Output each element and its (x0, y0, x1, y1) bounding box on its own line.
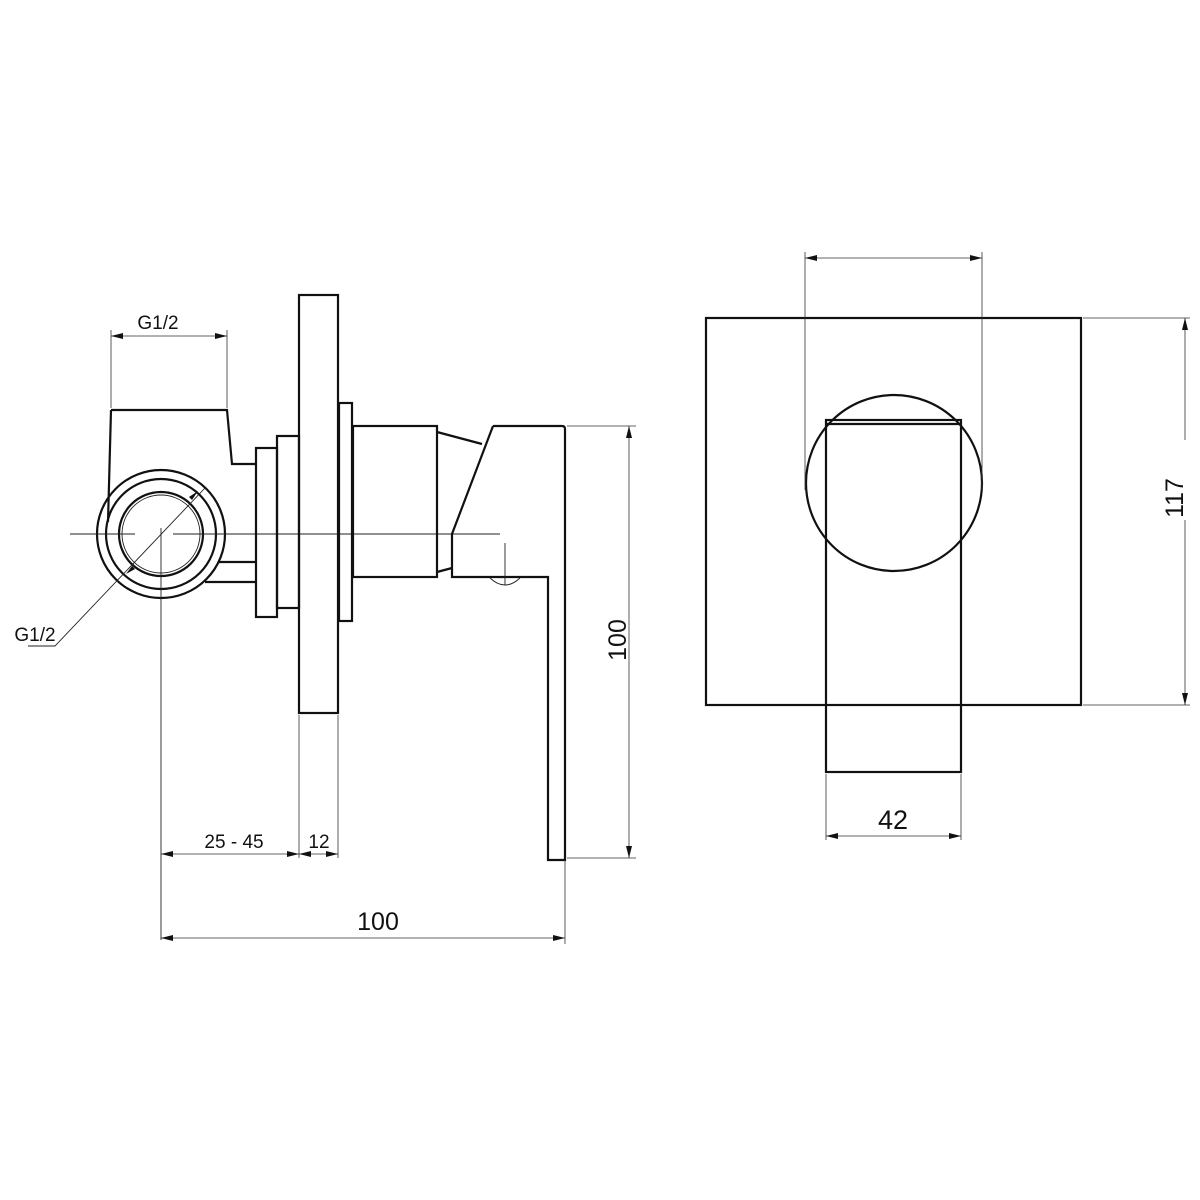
dim-label-wall-depth: 25 - 45 (204, 832, 263, 853)
inlet-connector (205, 560, 256, 584)
inlet-body (106, 408, 256, 523)
nut-2 (275, 434, 301, 610)
nut-1 (254, 446, 279, 619)
dim-ext-rosette (804, 252, 983, 490)
wall-plate-side (297, 293, 340, 715)
washer (337, 401, 354, 623)
dim-label-lever-width: 42 (878, 805, 908, 835)
dim-ext-plate (298, 715, 339, 858)
dim-label-plate-height: 117 (1161, 478, 1189, 518)
dim-label-lever-height: 100 (604, 619, 632, 661)
dim-ext-lever-width (825, 774, 962, 840)
dim-ext-plate-height (1083, 317, 1190, 706)
dim-label-inlet-width: G1/2 (137, 313, 178, 334)
front-view: 117 42 (704, 252, 1196, 840)
rosette (804, 393, 984, 573)
wall-plate-front (704, 316, 1083, 707)
cartridge-body (351, 424, 439, 579)
side-view: G1/2 G1/2 25 - 45 12 100 100 (14, 293, 636, 944)
dim-ext-lever-height (567, 425, 636, 859)
dim-label-plate-thickness: 12 (308, 832, 329, 853)
lever-side (450, 424, 567, 862)
thread-leader-line (28, 487, 206, 647)
lever-front (824, 418, 963, 774)
dim-label-total-depth: 100 (357, 908, 399, 936)
cartridge-taper (436, 430, 483, 574)
dim-ext-inlet (110, 330, 228, 408)
dim-label-inlet-thread: G1/2 (14, 625, 55, 646)
